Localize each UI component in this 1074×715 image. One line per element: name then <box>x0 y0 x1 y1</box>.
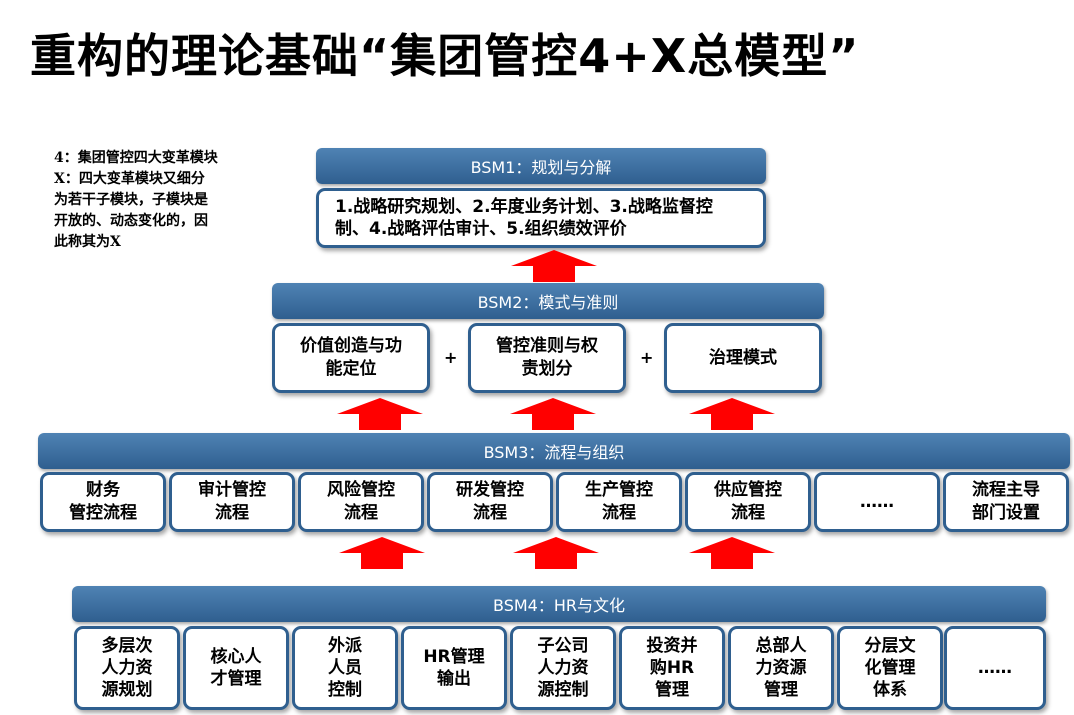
bsm1-content-box: 1.战略研究规划、2.年度业务计划、3.战略监督控 制、4.战略评估审计、5.组… <box>316 188 766 248</box>
up-arrow-icon <box>511 250 597 282</box>
bsm4-header: BSM4：HR与文化 <box>72 586 1046 622</box>
up-arrow-icon <box>510 398 596 430</box>
bsm3-box: 风险管控 流程 <box>298 472 424 532</box>
bsm2-box-control-rules: 管控准则与权 责划分 <box>468 323 626 393</box>
bsm3-box-more: …… <box>814 472 940 532</box>
bsm4-box: 外派 人员 控制 <box>292 626 398 710</box>
bsm3-box: 审计管控 流程 <box>169 472 295 532</box>
bsm2-box-value-creation: 价值创造与功 能定位 <box>272 323 430 393</box>
bsm3-box: 生产管控 流程 <box>556 472 682 532</box>
bsm4-box-more: …… <box>944 626 1046 710</box>
bsm4-box: 多层次 人力资 源规划 <box>74 626 180 710</box>
page-title: 重构的理论基础“集团管控4+X总模型” <box>30 29 860 83</box>
bsm4-box: 分层文 化管理 体系 <box>837 626 943 710</box>
up-arrow-icon <box>689 398 775 430</box>
plus-sign: + <box>640 348 654 367</box>
up-arrow-icon <box>689 537 775 569</box>
bsm2-header: BSM2：模式与准则 <box>272 283 824 319</box>
up-arrow-icon <box>513 537 599 569</box>
note-line: 开放的、动态变化的，因 <box>54 213 208 229</box>
plus-sign: + <box>444 348 458 367</box>
bsm3-box: 研发管控 流程 <box>427 472 553 532</box>
bsm3-box: 财务 管控流程 <box>40 472 166 532</box>
note-line: 此称其为X <box>54 234 121 250</box>
bsm3-header: BSM3：流程与组织 <box>38 433 1070 469</box>
note-line: X：四大变革模块又细分 <box>54 171 205 187</box>
note-line: 为若干子模块，子模块是 <box>54 192 208 208</box>
bsm4-box: 核心人 才管理 <box>183 626 289 710</box>
bsm3-box: 流程主导 部门设置 <box>943 472 1069 532</box>
up-arrow-icon <box>337 398 423 430</box>
bsm2-box-governance: 治理模式 <box>664 323 822 393</box>
bsm1-header: BSM1：规划与分解 <box>316 148 766 184</box>
bsm4-box: 总部人 力资源 管理 <box>728 626 834 710</box>
bsm4-box: HR管理 输出 <box>401 626 507 710</box>
bsm4-box: 子公司 人力资 源控制 <box>510 626 616 710</box>
note-line: 4：集团管控四大变革模块 <box>54 150 218 166</box>
bsm4-box: 投资并 购HR 管理 <box>619 626 725 710</box>
bsm3-box: 供应管控 流程 <box>685 472 811 532</box>
up-arrow-icon <box>339 537 425 569</box>
explanation-note: 4：集团管控四大变革模块 X：四大变革模块又细分 为若干子模块，子模块是 开放的… <box>54 148 279 253</box>
